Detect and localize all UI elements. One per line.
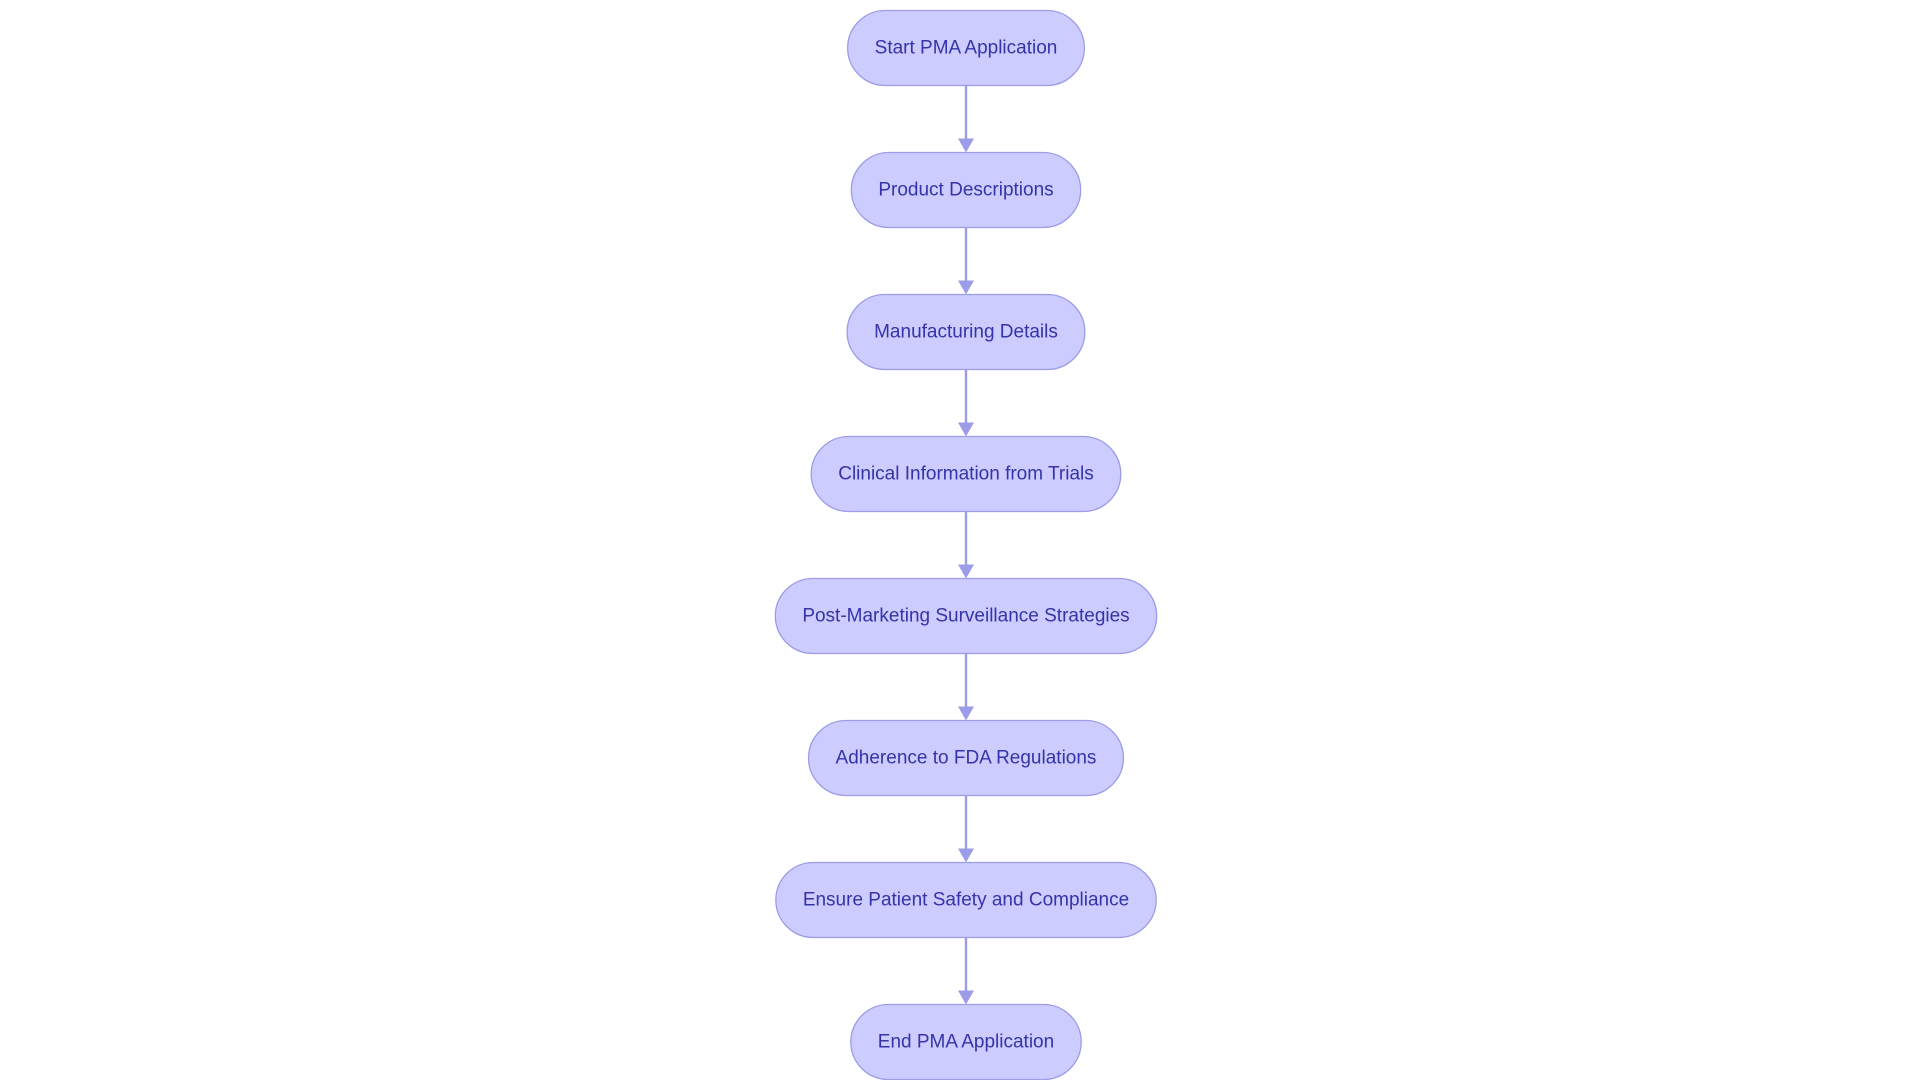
arrow-head-icon: [958, 706, 974, 721]
node-clinical: Clinical Information from Trials: [810, 435, 1122, 513]
node-surveillance-label: Post-Marketing Surveillance Strategies: [802, 606, 1129, 627]
node-manufacturing-label: Manufacturing Details: [874, 322, 1058, 343]
arrow-head-icon: [958, 422, 974, 437]
node-adherence-shape: [807, 719, 1125, 797]
node-safety: Ensure Patient Safety and Compliance: [775, 861, 1157, 939]
node-start: Start PMA Application: [846, 9, 1086, 87]
arrow-head-icon: [958, 138, 974, 153]
edge-manufacturing-to-clinical: [958, 369, 974, 437]
node-adherence-label: Adherence to FDA Regulations: [836, 748, 1097, 769]
edge-adherence-to-safety: [958, 795, 974, 863]
node-adherence: Adherence to FDA Regulations: [807, 719, 1125, 797]
node-product-label: Product Descriptions: [878, 180, 1053, 201]
edges-layer: [958, 85, 974, 1005]
node-start-label: Start PMA Application: [875, 38, 1058, 59]
node-end-label: End PMA Application: [878, 1032, 1054, 1053]
node-clinical-label: Clinical Information from Trials: [838, 464, 1094, 485]
edge-product-to-manufacturing: [958, 227, 974, 295]
edge-surveillance-to-adherence: [958, 653, 974, 721]
arrow-head-icon: [958, 564, 974, 579]
node-safety-shape: [775, 861, 1157, 939]
edge-start-to-product: [958, 85, 974, 153]
edge-clinical-to-surveillance: [958, 511, 974, 579]
arrow-head-icon: [958, 990, 974, 1005]
arrow-head-icon: [958, 848, 974, 863]
node-product-shape: [850, 151, 1082, 229]
node-manufacturing: Manufacturing Details: [846, 293, 1086, 371]
node-surveillance: Post-Marketing Surveillance Strategies: [774, 577, 1158, 655]
node-manufacturing-shape: [846, 293, 1086, 371]
arrow-head-icon: [958, 280, 974, 295]
node-end: End PMA Application: [850, 1003, 1082, 1080]
node-surveillance-shape: [774, 577, 1158, 655]
edge-safety-to-end: [958, 937, 974, 1005]
node-start-shape: [846, 9, 1086, 87]
node-product: Product Descriptions: [850, 151, 1082, 229]
node-safety-label: Ensure Patient Safety and Compliance: [803, 890, 1129, 911]
node-clinical-shape: [810, 435, 1122, 513]
